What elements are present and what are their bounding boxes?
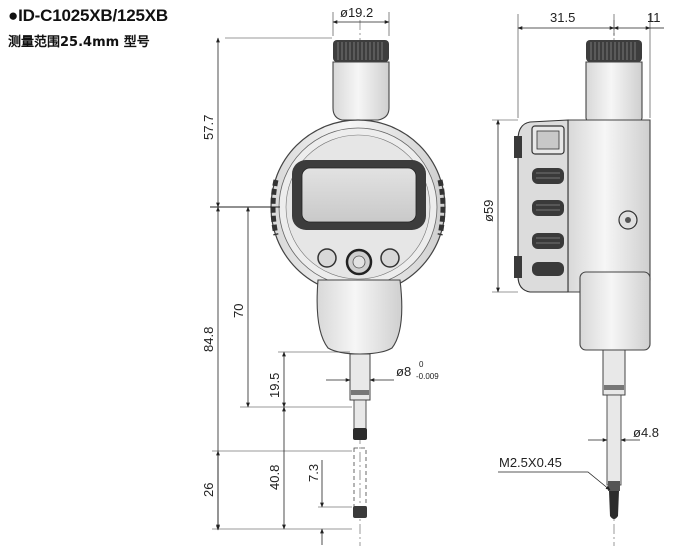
front-contact-point-extended (353, 506, 367, 518)
dim-height-lower: 84.8 (201, 327, 216, 352)
front-knurled-cap (333, 40, 389, 62)
front-contact-point (353, 428, 367, 440)
front-right-button (380, 248, 400, 268)
front-dimensions: ø19.2 57.7 84.8 70 19.5 ø8 0 -0.009 (201, 5, 439, 545)
dim-side-31-5: 31.5 (550, 10, 575, 25)
dim-travel-26: 26 (201, 483, 216, 497)
front-spindle (353, 399, 367, 431)
dim-travel-7-3: 7.3 (306, 464, 321, 482)
dim-height-upper: 57.7 (201, 115, 216, 140)
dim-spindle-diameter: ø4.8 (633, 425, 659, 440)
dim-side-11: 11 (647, 10, 661, 25)
side-view (514, 20, 651, 546)
side-button-1 (532, 168, 564, 184)
dim-stem-diameter: ø8 (396, 364, 411, 379)
front-view (270, 20, 446, 546)
dim-height-70: 70 (231, 304, 246, 318)
model-title: ●ID-C1025XB/125XB (8, 6, 168, 25)
side-button-3 (532, 233, 564, 249)
front-upper-sleeve (332, 61, 390, 121)
dim-height-19-5: 19.5 (267, 373, 282, 398)
dim-top-diameter: ø19.2 (340, 5, 373, 20)
side-button-4 (532, 262, 564, 276)
side-lower-block (579, 271, 651, 351)
front-lower-lug (316, 279, 403, 355)
range-subtitle: 测量范围25.4mm 型号 (8, 35, 150, 50)
side-main-body (567, 119, 651, 293)
side-dimensions: 31.5 11 ø59 ø4.8 M2.5X0.45 (481, 10, 664, 491)
dim-thread: M2.5X0.45 (499, 455, 562, 470)
dim-travel-40-8: 40.8 (267, 465, 282, 490)
front-lcd-screen (301, 167, 417, 223)
side-contact-point (609, 491, 619, 519)
side-button-2 (532, 200, 564, 216)
dim-stem-tol-upper: 0 (419, 360, 424, 369)
front-right-grip (437, 179, 446, 236)
dim-stem-tol-lower: -0.009 (416, 372, 439, 381)
side-knurled-cap (586, 40, 642, 62)
side-spindle (606, 394, 622, 486)
front-left-button (317, 248, 337, 268)
dim-side-diameter-59: ø59 (481, 200, 496, 222)
